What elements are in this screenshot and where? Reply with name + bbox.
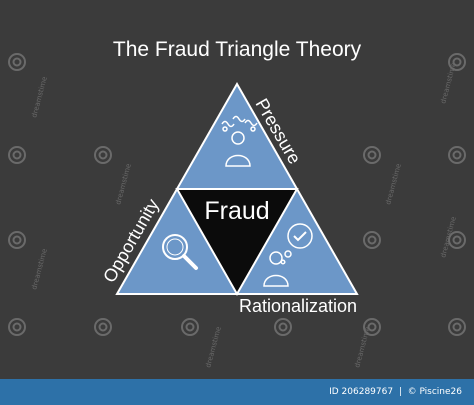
watermark-logo-icon bbox=[448, 146, 466, 164]
watermark-logo-icon bbox=[448, 53, 466, 71]
thinking-person-checkmark-icon bbox=[263, 223, 313, 287]
watermark-text: dreamstime bbox=[114, 163, 133, 206]
center-fraud-triangle bbox=[175, 188, 299, 297]
diagram-title: The Fraud Triangle Theory bbox=[112, 38, 362, 61]
image-author: © Piscine26 bbox=[407, 387, 462, 397]
watermark-logo-icon bbox=[8, 53, 26, 71]
watermark-logo-icon bbox=[448, 231, 466, 249]
magnifying-glass-icon bbox=[162, 234, 198, 270]
watermark-logo-icon bbox=[94, 146, 112, 164]
image-credit: ID 206289767 | © Piscine26 bbox=[329, 387, 462, 397]
watermark-text: dreamstime bbox=[204, 326, 223, 369]
watermark-logo-icon bbox=[363, 318, 381, 336]
stressed-person-icon bbox=[221, 115, 258, 167]
watermark-logo-icon bbox=[8, 231, 26, 249]
footer-bar: ID 206289767 | © Piscine26 bbox=[0, 379, 474, 405]
watermark-logos bbox=[8, 53, 466, 336]
watermark-logo-icon bbox=[363, 231, 381, 249]
watermark-text: dreamstime bbox=[439, 62, 458, 105]
watermark-logo-icon bbox=[274, 318, 292, 336]
watermark-text: dreamstime bbox=[353, 326, 372, 369]
watermark-text: dreamstime bbox=[30, 76, 49, 119]
watermark-logo-icon bbox=[181, 318, 199, 336]
watermark-text: dreamstime bbox=[30, 248, 49, 291]
watermark-logo-icon bbox=[8, 146, 26, 164]
watermark-logo-icon bbox=[448, 318, 466, 336]
image-id: ID 206289767 bbox=[329, 387, 394, 397]
center-label: Fraud bbox=[204, 197, 269, 225]
watermark-logo-icon bbox=[8, 318, 26, 336]
watermark-logo-icon bbox=[363, 146, 381, 164]
rationalization-label: Rationalization bbox=[239, 296, 357, 316]
watermark-text: dreamstime bbox=[384, 163, 403, 206]
watermark-logo-icon bbox=[94, 318, 112, 336]
